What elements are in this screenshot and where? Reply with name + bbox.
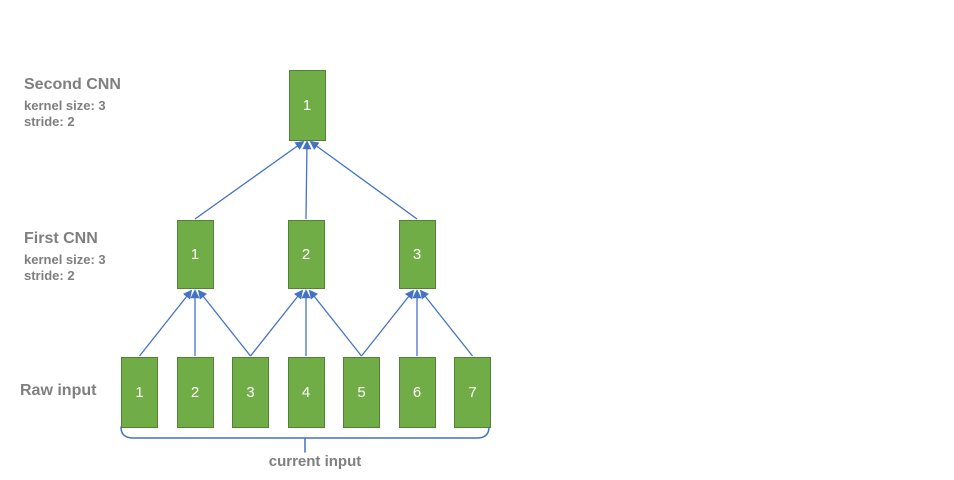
raw-input-box-5: 5 (343, 357, 380, 428)
edge-raw5-first2 (308, 289, 363, 357)
second-cnn-kernel: kernel size: 3 (24, 98, 106, 113)
raw-input-box-6: 6 (398, 357, 436, 428)
first-cnn-stride: stride: 2 (24, 267, 75, 283)
first-cnn-title: First CNN (24, 230, 98, 247)
edge-raw3-first1 (197, 289, 252, 357)
raw-input-box-7: 7 (454, 357, 491, 428)
edge-raw5-first3 (360, 289, 415, 357)
layer-label-first-cnn: First CNN kernel size: 3 stride: 2 (24, 229, 106, 283)
raw-input-box-1: 1 (121, 357, 158, 428)
raw-input-box-4: 4 (287, 357, 325, 428)
layer-label-second-cnn: Second CNN kernel size: 3 stride: 2 (24, 75, 121, 129)
edge-raw3-first2 (249, 289, 304, 357)
second-cnn-title: Second CNN (24, 76, 121, 93)
edge-raw1-first1 (138, 289, 193, 357)
first-cnn-box-2: 2 (287, 220, 325, 289)
first-cnn-kernel: kernel size: 3 (24, 252, 106, 267)
second-cnn-stride: stride: 2 (24, 113, 75, 129)
first-cnn-box-1: 1 (176, 220, 214, 289)
raw-input-box-3: 3 (232, 357, 269, 428)
edge-raw7-first3 (419, 289, 474, 357)
raw-input-title: Raw input (20, 382, 97, 399)
second-cnn-box-1: 1 (288, 70, 326, 141)
edge-first3-second1 (309, 140, 418, 220)
current-input-label: current input (268, 453, 362, 470)
first-cnn-box-3: 3 (398, 220, 436, 289)
raw-input-box-2: 2 (176, 357, 214, 428)
layer-label-raw-input: Raw input (20, 381, 96, 404)
current-input-brace (120, 426, 490, 439)
edge-first2-second1 (302, 140, 312, 220)
edge-first1-second1 (194, 140, 305, 220)
